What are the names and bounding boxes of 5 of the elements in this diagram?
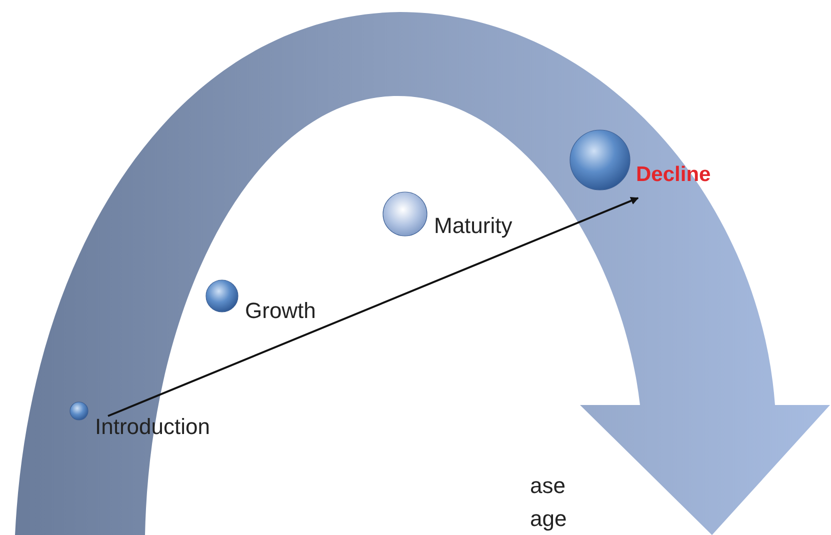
arrow xyxy=(108,197,639,417)
partial-text: ase xyxy=(530,474,566,498)
stage-label: Maturity xyxy=(434,214,512,238)
stage-label: Growth xyxy=(245,299,316,323)
partial-text: age xyxy=(530,507,567,531)
